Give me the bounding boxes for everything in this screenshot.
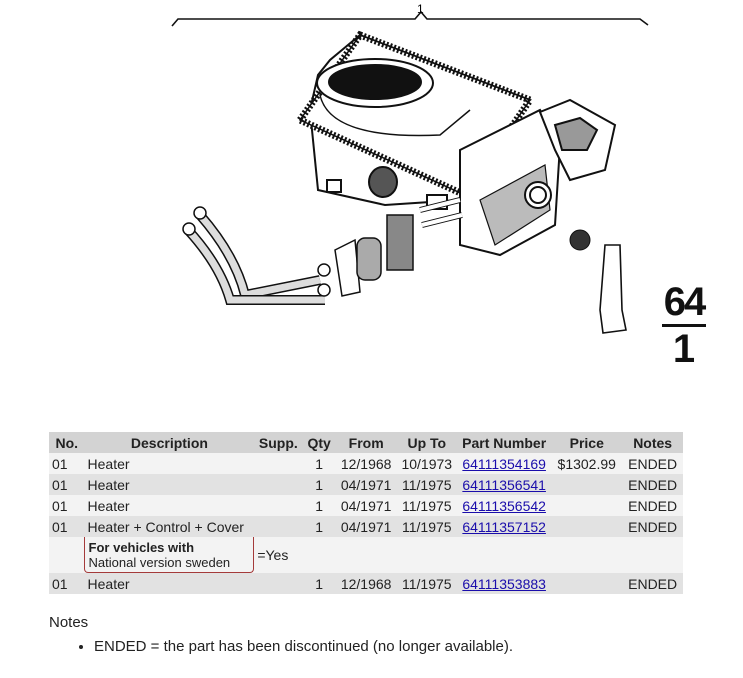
row-description: Heater bbox=[84, 474, 255, 495]
list-item: ENDED = the part has been discontinued (… bbox=[94, 638, 513, 655]
sleeve-part bbox=[599, 244, 627, 334]
row-price bbox=[551, 495, 623, 516]
row-no: 01 bbox=[49, 495, 85, 516]
row-description: Heater bbox=[84, 573, 255, 594]
condition-text: National version sweden bbox=[88, 555, 231, 570]
row-from: 04/1971 bbox=[335, 516, 397, 537]
notes-heading: Notes bbox=[49, 614, 89, 631]
col-from: From bbox=[335, 432, 397, 453]
col-part-number: Part Number bbox=[457, 432, 552, 453]
page-reference: 64 1 bbox=[660, 282, 708, 369]
table-row: 01 Heater 1 12/1968 10/1973 64111354169 … bbox=[49, 453, 683, 474]
page-ref-divider bbox=[662, 324, 706, 327]
row-supp bbox=[254, 516, 303, 537]
row-from: 04/1971 bbox=[335, 474, 397, 495]
col-supp: Supp. bbox=[254, 432, 303, 453]
row-description: Heater + Control + Cover bbox=[84, 516, 255, 537]
row-price: $1302.99 bbox=[551, 453, 623, 474]
col-description: Description bbox=[84, 432, 255, 453]
table-row: 01 Heater 1 04/1971 11/1975 64111356542 … bbox=[49, 495, 683, 516]
row-notes: ENDED bbox=[622, 453, 683, 474]
row-supp bbox=[254, 474, 303, 495]
condition-box: For vehicles with National version swede… bbox=[83, 537, 255, 573]
row-notes: ENDED bbox=[622, 573, 683, 594]
row-qty: 1 bbox=[302, 495, 336, 516]
condition-cell: For vehicles with National version swede… bbox=[83, 537, 255, 573]
row-upto: 11/1975 bbox=[396, 495, 458, 516]
row-no: 01 bbox=[49, 573, 85, 594]
col-notes: Notes bbox=[622, 432, 683, 453]
row-upto: 11/1975 bbox=[396, 516, 458, 537]
callout-1: 1 bbox=[417, 2, 424, 16]
condition-row: For vehicles with National version swede… bbox=[49, 537, 683, 573]
row-notes: ENDED bbox=[622, 516, 683, 537]
row-supp bbox=[254, 453, 303, 474]
hose-parts bbox=[182, 206, 325, 305]
row-no: 01 bbox=[49, 516, 85, 537]
row-from: 12/1968 bbox=[335, 573, 397, 594]
part-number-link[interactable]: 64111354169 bbox=[462, 455, 546, 472]
part-number-link[interactable]: 64111356542 bbox=[462, 497, 546, 514]
knob-part bbox=[569, 229, 591, 251]
condition-heading: For vehicles with bbox=[88, 540, 195, 555]
parts-table: No. Description Supp. Qty From Up To Par… bbox=[49, 432, 683, 594]
parts-diagram: 1 bbox=[171, 2, 649, 334]
row-description: Heater bbox=[84, 453, 255, 474]
row-description: Heater bbox=[84, 495, 255, 516]
table-row: 01 Heater + Control + Cover 1 04/1971 11… bbox=[49, 516, 683, 537]
row-upto: 10/1973 bbox=[396, 453, 458, 474]
row-no: 01 bbox=[49, 474, 85, 495]
row-qty: 1 bbox=[302, 516, 336, 537]
row-no: 01 bbox=[49, 453, 85, 474]
col-upto: Up To bbox=[396, 432, 458, 453]
table-row: 01 Heater 1 04/1971 11/1975 64111356541 … bbox=[49, 474, 683, 495]
row-supp bbox=[254, 573, 303, 594]
col-price: Price bbox=[551, 432, 623, 453]
group-number: 64 bbox=[663, 280, 707, 324]
row-notes: ENDED bbox=[622, 495, 683, 516]
row-price bbox=[551, 516, 623, 537]
condition-value: =Yes bbox=[254, 537, 303, 573]
row-upto: 11/1975 bbox=[396, 573, 458, 594]
row-price bbox=[551, 474, 623, 495]
col-no: No. bbox=[49, 432, 85, 453]
heater-housing bbox=[294, 30, 617, 257]
notes-list: ENDED = the part has been discontinued (… bbox=[70, 638, 513, 655]
col-qty: Qty bbox=[302, 432, 336, 453]
row-from: 04/1971 bbox=[335, 495, 397, 516]
row-upto: 11/1975 bbox=[396, 474, 458, 495]
row-from: 12/1968 bbox=[335, 453, 397, 474]
fitting-parts bbox=[317, 197, 463, 297]
page-number: 1 bbox=[672, 327, 696, 371]
table-row: 01 Heater 1 12/1968 11/1975 64111353883 … bbox=[49, 573, 683, 594]
row-notes: ENDED bbox=[622, 474, 683, 495]
row-supp bbox=[254, 495, 303, 516]
row-qty: 1 bbox=[302, 453, 336, 474]
row-qty: 1 bbox=[302, 573, 336, 594]
table-header-row: No. Description Supp. Qty From Up To Par… bbox=[49, 432, 683, 453]
part-number-link[interactable]: 64111357152 bbox=[462, 518, 546, 535]
part-number-link[interactable]: 64111353883 bbox=[462, 575, 546, 592]
row-price bbox=[551, 573, 623, 594]
part-number-link[interactable]: 64111356541 bbox=[462, 476, 546, 493]
row-qty: 1 bbox=[302, 474, 336, 495]
